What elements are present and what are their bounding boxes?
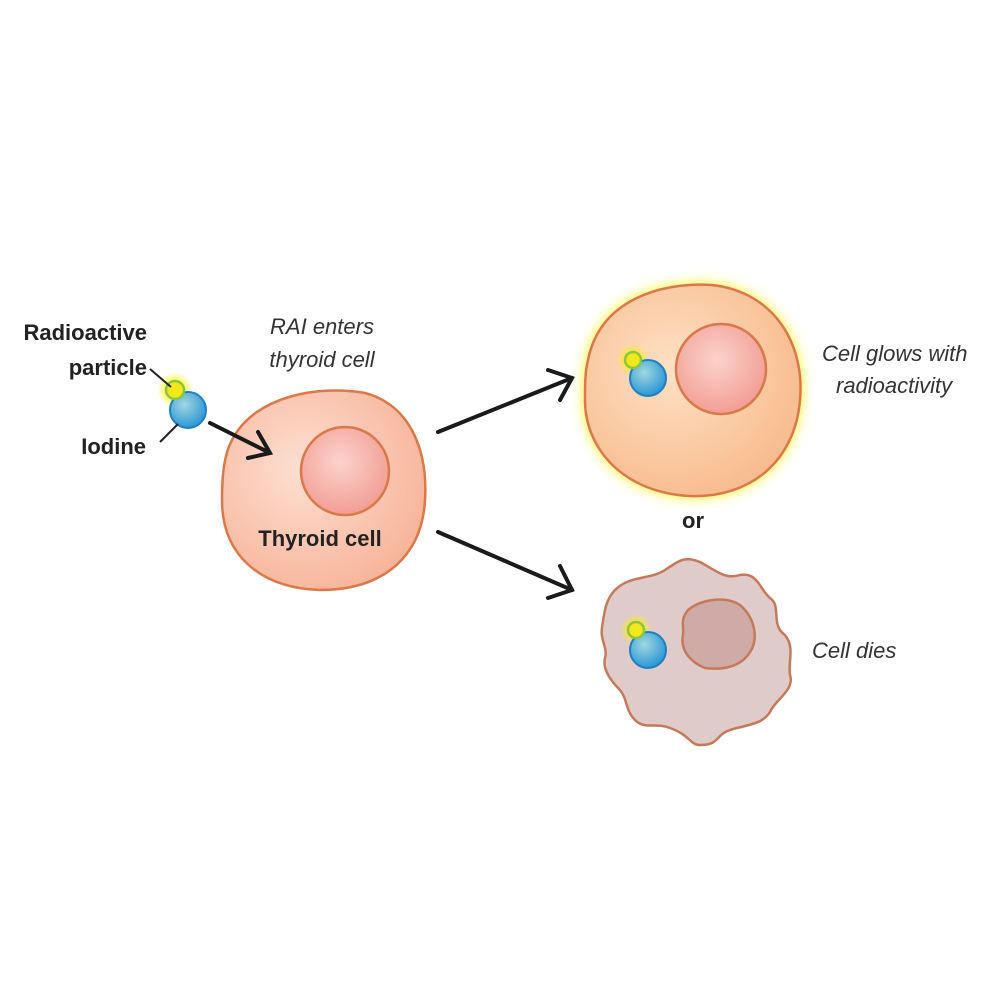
nucleus <box>299 425 391 517</box>
thyroid-cell <box>220 389 427 592</box>
iodine-leader-line <box>159 423 179 443</box>
glows-label-1: Cell glows with <box>822 341 968 366</box>
glowing-cell <box>583 283 802 498</box>
or-label: or <box>682 508 704 533</box>
thyroid-cell-label: Thyroid cell <box>258 526 381 551</box>
radioactive-label-2: particle <box>69 355 147 380</box>
particle-leader-line <box>149 368 172 388</box>
radioactive-label-1: Radioactive <box>24 320 148 345</box>
rai-enters-label-2: thyroid cell <box>269 347 375 372</box>
iodine-label: Iodine <box>81 434 146 459</box>
glows-label-2: radioactivity <box>836 373 954 398</box>
nucleus <box>674 322 768 416</box>
dying-cell <box>600 558 793 747</box>
entry-arrow <box>208 421 274 460</box>
nucleus <box>681 598 756 670</box>
arrow-to-dying-cell <box>436 530 575 600</box>
cell-dies-label: Cell dies <box>812 638 896 663</box>
arrow-to-glowing-cell <box>436 368 575 434</box>
rai-enters-label-1: RAI enters <box>270 314 374 339</box>
